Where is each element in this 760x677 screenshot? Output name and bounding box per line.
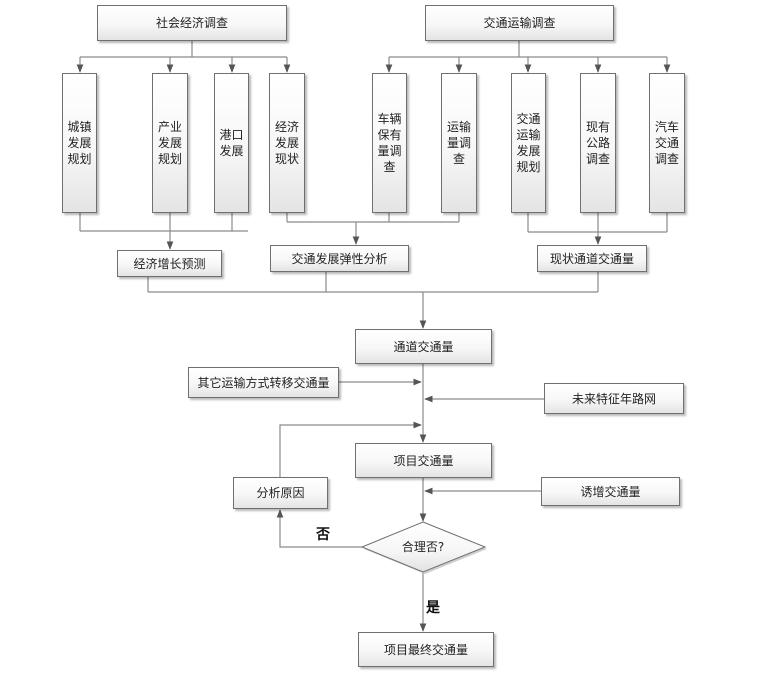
decision-diamond-shape [360,521,487,573]
final-volume-label: 项目最终交通量 [383,642,468,657]
analyze-cause-box: 分析原因 [233,477,328,509]
current-volume-box: 现状通道交通量 [537,245,647,272]
corridor-volume-box: 通道交通量 [355,329,492,364]
induced-volume-box: 诱增交通量 [541,477,680,506]
decision-label: 合理否? [402,539,444,554]
elasticity-analysis-box: 交通发展弹性分析 [270,245,409,272]
right-item-label: 车辆保有量调查 [377,112,402,174]
left-item-economic-status: 经济发展现状 [269,73,305,213]
left-item-label: 港口发展 [219,128,244,158]
arrow-feedback-loop [279,421,422,477]
project-volume-box: 项目交通量 [355,443,492,478]
left-item-industry-planning: 产业发展规划 [152,73,188,213]
left-item-label: 经济发展现状 [274,120,299,166]
project-volume-label: 项目交通量 [393,453,454,468]
left-item-port-development: 港口发展 [214,73,249,213]
transport-survey-label: 交通运输调查 [483,16,556,30]
current-volume-label: 现状通道交通量 [549,251,634,266]
yes-branch-label: 是 [426,600,440,616]
economic-growth-label: 经济增长预测 [133,256,206,271]
transport-survey-box: 交通运输调查 [425,5,614,41]
right-item-label: 交通运输发展规划 [516,112,541,174]
other-modes-box: 其它运输方式转移交通量 [188,367,339,398]
right-item-label: 现有公路调查 [585,120,610,166]
left-item-label: 产业发展规划 [157,120,182,166]
left-item-label: 城镇发展规划 [67,120,92,166]
other-modes-label: 其它运输方式转移交通量 [197,375,330,390]
elasticity-analysis-label: 交通发展弹性分析 [291,251,388,266]
no-branch-label: 否 [316,527,330,543]
final-volume-box: 项目最终交通量 [358,632,494,667]
socio-economic-survey-label: 社会经济调查 [155,16,228,30]
economic-growth-box: 经济增长预测 [117,250,222,277]
right-item-road-survey: 现有公路调查 [580,73,616,213]
socio-economic-survey-box: 社会经济调查 [97,5,287,41]
right-item-vehicle-ownership: 车辆保有量调查 [372,73,407,213]
analyze-cause-label: 分析原因 [256,486,305,500]
right-item-transport-volume: 运输量调查 [441,73,477,213]
induced-volume-label: 诱增交通量 [580,484,641,499]
arrow-no-branch [276,509,362,548]
future-network-box: 未来特征年路网 [544,383,684,414]
future-network-label: 未来特征年路网 [571,391,656,406]
corridor-volume-label: 通道交通量 [393,339,454,354]
right-item-traffic-survey: 汽车交通调查 [649,73,685,213]
left-item-urban-planning: 城镇发展规划 [62,73,97,213]
right-item-transport-planning: 交通运输发展规划 [511,73,546,213]
right-item-label: 运输量调查 [446,120,471,166]
right-item-label: 汽车交通调查 [654,120,679,166]
